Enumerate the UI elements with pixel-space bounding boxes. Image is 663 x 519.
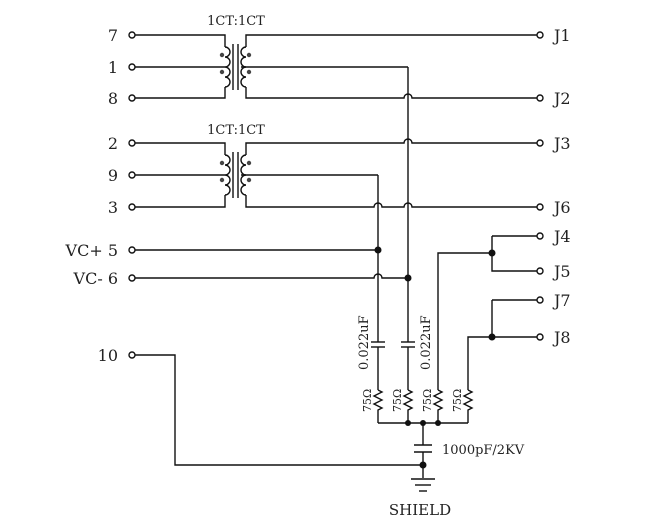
transformer-2-ratio: 1CT:1CT xyxy=(207,123,265,138)
terminal-3 xyxy=(128,203,136,211)
terminal-j1 xyxy=(536,31,544,39)
pin10-wire xyxy=(135,354,423,466)
pin-label-3: 3 xyxy=(108,198,118,217)
junction-dot xyxy=(374,246,382,254)
resistor-3-label: 75Ω xyxy=(421,389,434,412)
left-pin-terminals xyxy=(128,31,136,359)
terminal-10 xyxy=(128,351,136,359)
pin-label-j6: J6 xyxy=(552,198,571,217)
capacitor-2-label: 0.022uF xyxy=(419,315,434,370)
terminal-2 xyxy=(128,139,136,147)
pin-label-vcplus: VC+ 5 xyxy=(65,241,118,260)
terminal-5 xyxy=(128,246,136,254)
terminal-j4 xyxy=(536,232,544,240)
pin-label-j7: J7 xyxy=(552,291,571,310)
transformer-2 xyxy=(135,138,537,208)
vcminus-wire xyxy=(135,273,408,279)
pin-label-j3: J3 xyxy=(552,134,571,153)
capacitor-hv xyxy=(414,423,432,478)
terminal-j2 xyxy=(536,94,544,102)
j78-branch xyxy=(491,299,537,337)
capacitor-hv-label: 1000pF/2KV xyxy=(442,443,525,458)
transformer-1 xyxy=(135,34,537,99)
pin-label-8: 8 xyxy=(108,89,118,108)
junction-dot xyxy=(419,461,427,469)
pin-label-7: 7 xyxy=(108,26,118,45)
capacitor-1 xyxy=(371,341,385,390)
j45-branch xyxy=(491,235,537,272)
pin-label-1: 1 xyxy=(108,58,118,77)
terminal-j5 xyxy=(536,267,544,275)
transformer-1-ratio: 1CT:1CT xyxy=(207,14,265,29)
terminal-j7 xyxy=(536,296,544,304)
ground-label: SHIELD xyxy=(389,501,451,519)
terminal-j8 xyxy=(536,333,544,341)
junction-dot xyxy=(404,274,412,282)
resistor-2-label: 75Ω xyxy=(391,389,404,412)
j78-wire xyxy=(467,336,537,390)
pin-label-9: 9 xyxy=(108,166,118,185)
junction-dot xyxy=(435,420,441,426)
resistor-1-label: 75Ω xyxy=(361,389,374,412)
pin-label-10: 10 xyxy=(98,346,118,365)
capacitor-1-label: 0.022uF xyxy=(357,315,372,370)
terminal-j6 xyxy=(536,203,544,211)
junction-dot xyxy=(488,333,496,341)
j45-wire xyxy=(437,252,492,390)
junction-dot xyxy=(488,249,496,257)
terminal-j3 xyxy=(536,139,544,147)
resistor-4-label: 75Ω xyxy=(451,389,464,412)
terminal-9 xyxy=(128,171,136,179)
pin-label-2: 2 xyxy=(108,134,118,153)
terminal-1 xyxy=(128,63,136,71)
ground-icon xyxy=(411,478,435,492)
right-pin-terminals xyxy=(536,31,544,341)
junction-dot xyxy=(405,420,411,426)
pin-label-j5: J5 xyxy=(552,262,571,281)
terminal-8 xyxy=(128,94,136,102)
capacitor-2 xyxy=(401,341,415,390)
pin-label-j4: J4 xyxy=(552,227,571,246)
pin-label-j8: J8 xyxy=(552,328,571,347)
pin-label-j1: J1 xyxy=(552,26,571,45)
pin-label-j2: J2 xyxy=(552,89,571,108)
terminal-6 xyxy=(128,274,136,282)
pin-label-vcminus: VC- 6 xyxy=(73,269,118,288)
terminal-7 xyxy=(128,31,136,39)
